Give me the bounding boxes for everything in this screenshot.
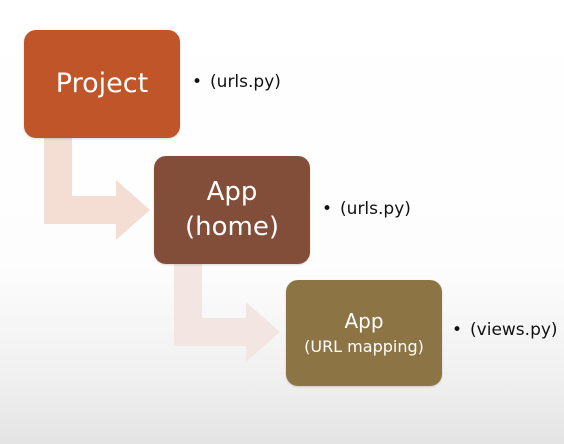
note-app-home: • (urls.py) <box>322 199 411 219</box>
node-app-home-title: App <box>206 176 258 207</box>
note-app-url-mapping-text: (views.py) <box>470 320 558 340</box>
node-app-home: App (home) <box>154 156 310 264</box>
note-app-home-text: (urls.py) <box>340 199 411 219</box>
node-app-url-mapping-subtitle: (URL mapping) <box>304 337 424 356</box>
node-project-title: Project <box>55 67 149 99</box>
bullet-glyph: • <box>322 199 333 219</box>
node-app-home-subtitle: (home) <box>185 212 279 242</box>
bullet-glyph: • <box>192 72 203 92</box>
bullet-glyph: • <box>452 320 463 340</box>
connector-arrow-project-to-home <box>44 138 150 240</box>
note-project: • (urls.py) <box>192 72 281 92</box>
note-project-text: (urls.py) <box>210 72 281 92</box>
connector-arrow-home-to-mapping <box>174 264 280 362</box>
node-app-url-mapping-title: App <box>344 309 384 333</box>
note-app-url-mapping: • (views.py) <box>452 320 558 340</box>
node-app-url-mapping: App (URL mapping) <box>286 280 442 386</box>
node-project: Project <box>24 30 180 138</box>
